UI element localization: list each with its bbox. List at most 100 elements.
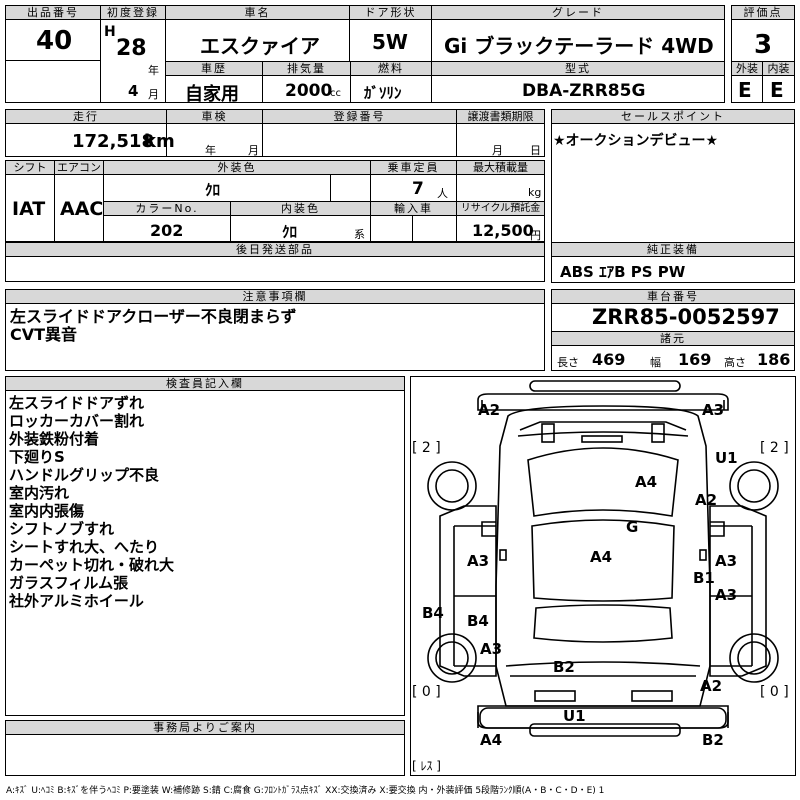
int-color: ｸﾛ	[282, 223, 298, 241]
chassis-block	[551, 289, 795, 371]
model-code: DBA-ZRR85G	[522, 81, 646, 101]
notes-block	[5, 289, 545, 371]
int-color-label: 内装色	[231, 202, 370, 216]
height-label: 高さ	[724, 356, 746, 369]
inspector-note: 下廻りS	[9, 448, 65, 466]
int-grade-label: 内装	[763, 62, 794, 76]
shift-label: シフト	[6, 161, 54, 175]
inspector-label: 検査員記入欄	[6, 377, 404, 391]
damage-mark: A3	[715, 552, 738, 570]
damage-mark: A4	[590, 548, 613, 566]
office-label: 事務局よりご案内	[6, 721, 404, 735]
door-label: ドア形状	[350, 6, 431, 20]
displacement: 2000	[285, 81, 333, 101]
chassis-number: ZRR85-0052597	[592, 305, 780, 329]
damage-mark: A2	[695, 491, 718, 509]
damage-mark: A4	[635, 473, 658, 491]
reg-no-label: 登録番号	[263, 110, 456, 124]
ext-grade-label: 外装	[732, 62, 762, 76]
damage-mark: U1	[715, 449, 738, 467]
damage-mark: B2	[702, 731, 724, 749]
damage-mark: A3	[715, 586, 738, 604]
sales-point-text: ★オークションデビュー★	[553, 133, 719, 149]
note-line: 左スライドドアクローザー不良閉まらず	[10, 307, 297, 326]
tire-rear-left: [ 0 ]	[412, 684, 441, 700]
length-label: 長さ	[557, 356, 579, 369]
inspector-note: ガラスフィルム張	[9, 574, 129, 592]
ext-color: ｸﾛ	[205, 181, 221, 199]
row2-block	[5, 109, 545, 157]
car-diagram	[427, 380, 779, 737]
score-value: 3	[754, 30, 773, 60]
inspector-note: ロッカーカバー割れ	[9, 412, 145, 430]
notes-list: 左スライドドアクローザー不良閉まらず CVT異音	[10, 308, 297, 344]
score-block	[731, 5, 795, 103]
month-unit: 月	[148, 88, 159, 101]
model-label: 型式	[432, 62, 724, 76]
inspection-label: 車検	[167, 110, 262, 124]
mileage: 172,518	[72, 131, 154, 152]
inspector-block	[5, 376, 405, 716]
max-load-label: 最大積載量	[457, 161, 544, 175]
damage-mark: B1	[693, 569, 715, 587]
displacement-unit: cc	[330, 88, 341, 99]
note-line: CVT異音	[10, 325, 78, 344]
year: 28	[116, 36, 147, 61]
int-grade: E	[770, 78, 784, 102]
month: 4	[128, 82, 139, 100]
lot-label: 出品番号	[6, 6, 100, 20]
recycle-label: リサイクル預託金	[457, 202, 544, 216]
transfer-month: 月	[492, 144, 503, 157]
inspector-note: シフトノブすれ	[9, 520, 115, 538]
year-unit: 年	[148, 64, 159, 77]
lot-number: 40	[36, 26, 73, 56]
tire-spare: [ ﾚｽ ]	[412, 759, 441, 773]
inspector-note: 室内内張傷	[9, 502, 85, 520]
door-type: 5W	[372, 30, 408, 54]
damage-mark: A3	[702, 401, 725, 419]
int-color-unit: 系	[354, 228, 365, 241]
grade: Gi ブラックテーラード 4WD	[444, 34, 714, 58]
recycle-unit: 円	[530, 229, 541, 242]
transfer-label: 譲渡書類期限	[457, 110, 544, 124]
max-load-unit: kg	[528, 186, 542, 199]
capacity-label: 乗車定員	[371, 161, 456, 175]
inspector-note: シートすれ大、へたり	[9, 538, 160, 556]
fuel-label: 燃料	[351, 62, 431, 76]
damage-mark: B4	[422, 604, 444, 622]
history-label: 車歴	[166, 62, 262, 76]
inspector-note: ハンドルグリップ不良	[9, 466, 160, 484]
damage-mark: A3	[480, 640, 503, 658]
fuel: ｶﾞｿﾘﾝ	[364, 84, 402, 102]
color-no-label: カラーNo.	[104, 202, 230, 216]
history: 自家用	[185, 84, 239, 105]
later-parts-label: 後日発送部品	[6, 243, 544, 257]
damage-mark: B4	[467, 612, 489, 630]
capacity: 7	[412, 179, 424, 199]
inspector-notes-list: 左スライドドアずれ ロッカーカバー割れ 外装鉄粉付着 下廻りS ハンドルグリップ…	[9, 394, 174, 610]
ext-grade: E	[738, 78, 752, 102]
damage-mark: A2	[478, 401, 501, 419]
notes-label: 注意事項欄	[6, 290, 544, 304]
spec-label: 諸元	[552, 332, 794, 346]
car-name-label: 車名	[166, 6, 349, 20]
capacity-unit: 人	[437, 187, 448, 200]
ac-value: AAC	[60, 198, 104, 220]
car-diagram-block	[410, 376, 796, 776]
score-label: 評価点	[732, 6, 794, 20]
ac-label: エアコン	[55, 161, 103, 175]
era: H	[104, 24, 116, 40]
inspector-note: 外装鉄粉付着	[9, 430, 100, 448]
width: 169	[678, 350, 712, 369]
damage-mark: A2	[700, 677, 723, 695]
damage-mark: U1	[563, 707, 586, 725]
header-block	[5, 5, 725, 103]
office-block	[5, 720, 405, 776]
legend: A:ｷｽﾞ U:ﾍｺﾐ B:ｷｽﾞを伴うﾍｺﾐ P:要塗装 W:補修跡 S:錆 …	[6, 786, 605, 796]
damage-mark: A4	[480, 731, 503, 749]
sales-point-label: セールスポイント	[552, 110, 794, 124]
equipment: ABS ｴｱB PS PW	[560, 263, 686, 281]
length: 469	[592, 350, 626, 369]
first-reg-label: 初度登録	[101, 6, 165, 20]
inspector-note: 左スライドドアずれ	[9, 394, 145, 412]
